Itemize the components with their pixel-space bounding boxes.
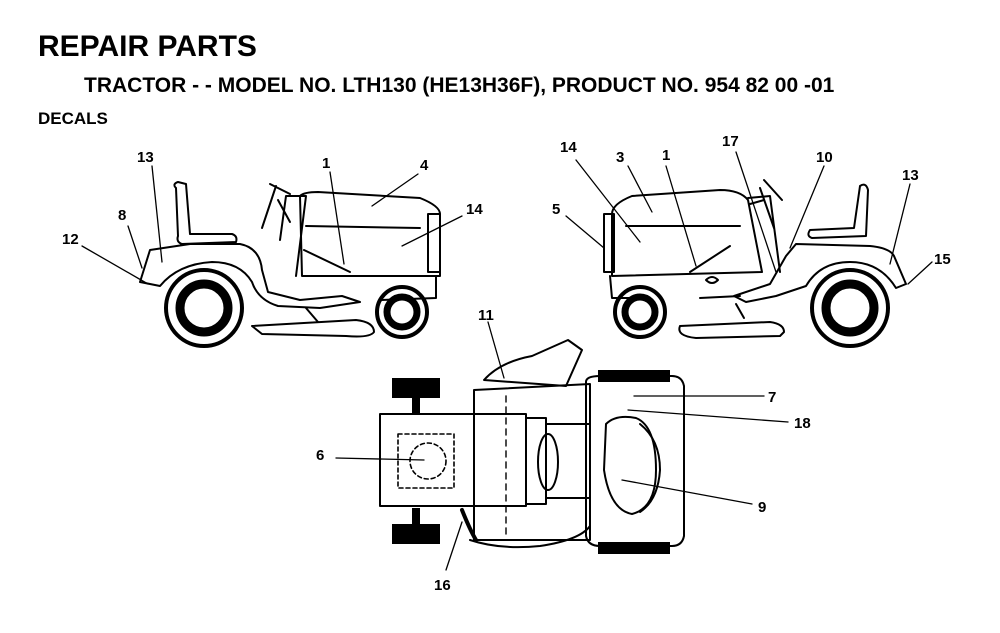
top-view-tractor: [379, 339, 685, 549]
callout-12: 12: [62, 231, 79, 248]
callout-6: 6: [316, 447, 324, 464]
callout-17: 17: [722, 133, 739, 150]
callout-3: 3: [616, 149, 624, 166]
callout-1-right: 1: [662, 147, 670, 164]
page-title: REPAIR PARTS: [38, 30, 257, 63]
callout-13-left: 13: [137, 149, 154, 166]
model-subtitle: TRACTOR - - MODEL NO. LTH130 (HE13H36F),…: [84, 74, 835, 97]
callout-7: 7: [768, 389, 776, 406]
callout-8: 8: [118, 207, 126, 224]
callout-14-left: 14: [466, 201, 483, 218]
callout-13-right: 13: [902, 167, 919, 184]
section-heading: DECALS: [38, 109, 108, 128]
callout-16: 16: [434, 577, 451, 594]
callout-10: 10: [816, 149, 833, 166]
callout-4: 4: [420, 157, 429, 174]
callout-9: 9: [758, 499, 766, 516]
callout-11: 11: [478, 307, 494, 324]
callout-5: 5: [552, 201, 560, 218]
left-side-tractor: [139, 181, 441, 338]
callout-1-left: 1: [322, 155, 330, 172]
callout-15: 15: [934, 251, 951, 268]
callout-18: 18: [794, 415, 811, 432]
callout-labels: 13 1 4 14 8 12 14 3 1 17 10 13 5 15 11 7…: [62, 133, 951, 594]
right-side-tractor: [603, 179, 907, 339]
callout-14-right: 14: [560, 139, 577, 156]
